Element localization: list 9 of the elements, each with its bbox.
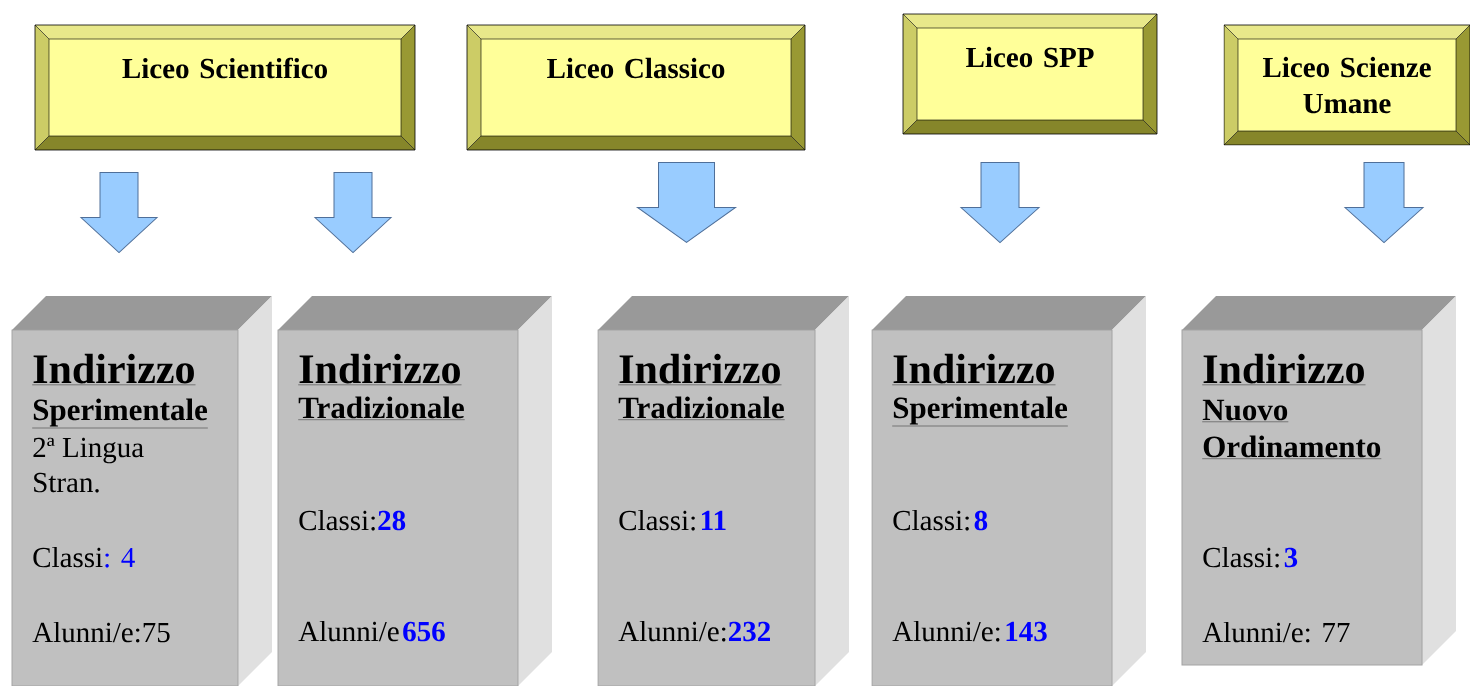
arrow xyxy=(1344,161,1424,243)
title-box: Liceo Scientifico xyxy=(34,24,416,151)
title-box: Liceo SPP xyxy=(902,13,1158,135)
title-box: Liceo Scienze Umane xyxy=(1223,24,1470,146)
title-box: Liceo Classico xyxy=(466,24,806,151)
arrow xyxy=(80,171,158,253)
arrow xyxy=(960,161,1040,243)
arrow xyxy=(314,171,392,253)
arrow xyxy=(637,161,736,243)
